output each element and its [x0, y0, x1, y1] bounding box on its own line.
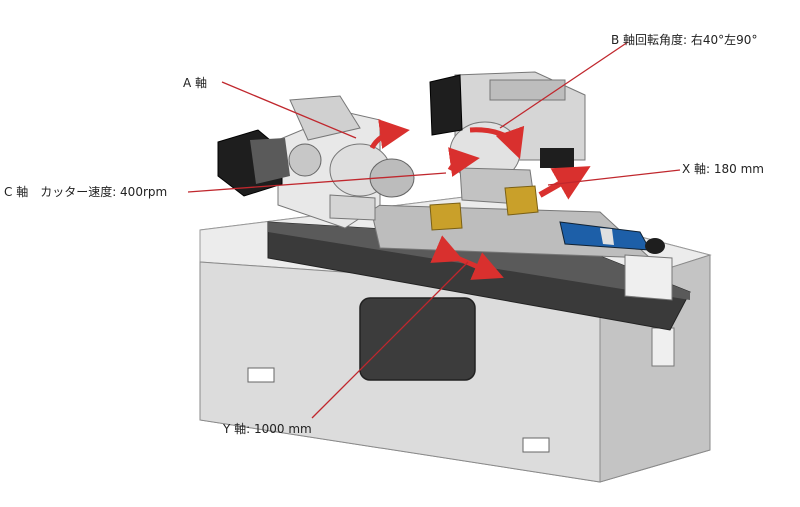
y-axis-motion-arrow: [430, 235, 504, 280]
callout-line-b-axis: [499, 41, 629, 129]
blue-cylinder: [559, 221, 665, 254]
motion-arrows: [369, 119, 591, 280]
b-axis-assembly: [429, 71, 586, 206]
side-handle: [651, 327, 675, 367]
a-axis-headstock: [277, 95, 415, 229]
label-x-axis: X 軸: 180 mm: [682, 162, 764, 176]
x-axis-motion-arrow: [538, 166, 591, 200]
callout-line-c-axis: [187, 172, 447, 193]
right-end-housing: [624, 254, 673, 301]
a-axis-rotation-arrow: [369, 119, 410, 150]
callout-lines: [187, 41, 681, 419]
callout-line-y-axis: [311, 261, 469, 419]
left-motor: [217, 129, 290, 197]
callout-line-a-axis: [221, 81, 357, 139]
gold-fixture: [429, 202, 463, 231]
front-window: [359, 297, 476, 381]
label-c-axis: C 軸 カッター速度: 400rpm: [4, 185, 168, 199]
handle-slot-right: [522, 437, 550, 453]
label-b-axis: B 軸回転角度: 右40°左90°: [611, 33, 758, 47]
c-axis-rotation-arrow: [447, 147, 480, 177]
handle-slot-left: [247, 367, 275, 383]
label-y-axis: Y 軸: 1000 mm: [223, 422, 312, 436]
label-a-axis: A 軸: [183, 76, 208, 90]
gold-tool-holder: [504, 185, 539, 216]
callout-line-x-axis: [547, 169, 681, 186]
b-axis-rotation-arrow: [469, 125, 525, 160]
